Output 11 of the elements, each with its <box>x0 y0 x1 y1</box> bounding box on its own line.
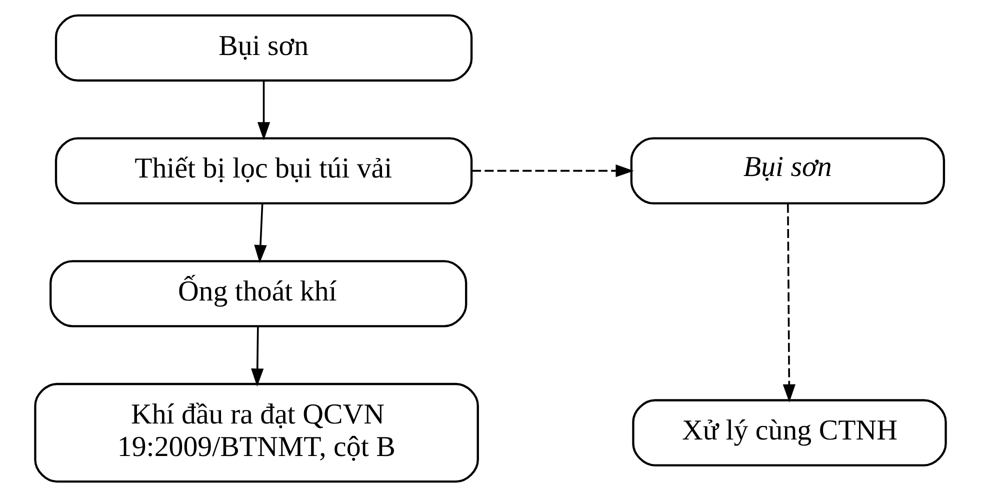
arrow <box>254 204 267 264</box>
arrow <box>472 164 634 178</box>
node-box: Thiết bị lọc bụi túi vải <box>54 137 473 204</box>
node-box: Ống thoát khí <box>50 260 468 328</box>
arrow <box>257 81 270 140</box>
arrow <box>251 326 264 387</box>
node-box: Bụi sơn <box>630 137 946 204</box>
node-box: Bụi sơn <box>54 14 473 82</box>
node-box: Xử lý cùng CTNH <box>632 399 947 466</box>
node-box: Khí đầu ra đạt QCVN 19:2009/BTNMT, cột B <box>34 382 479 483</box>
arrow <box>782 204 796 402</box>
